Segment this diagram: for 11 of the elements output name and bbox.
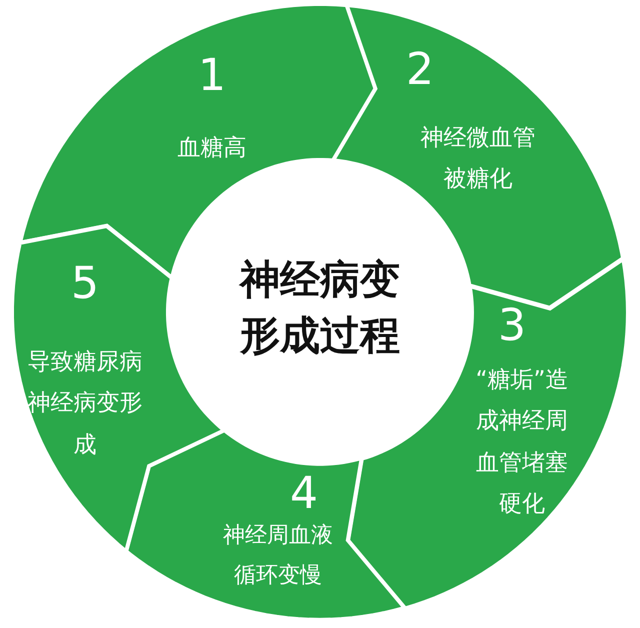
- step-text: “糖垢”造成神经周血管堵塞硬化: [474, 366, 570, 520]
- step-number: 2: [404, 44, 435, 97]
- step-number: 5: [70, 258, 100, 311]
- step-number: 3: [496, 300, 527, 353]
- step-text: 导致糖尿病神经病变形成: [26, 348, 144, 460]
- step-text: 神经周血液循环变慢: [222, 522, 334, 590]
- step-number: 4: [288, 468, 319, 521]
- center-title: 神经病变形成过程: [238, 256, 401, 361]
- step-text: 神经微血管被糖化: [419, 124, 536, 194]
- step-number: 1: [196, 50, 227, 103]
- step-text: 血糖高: [176, 134, 248, 163]
